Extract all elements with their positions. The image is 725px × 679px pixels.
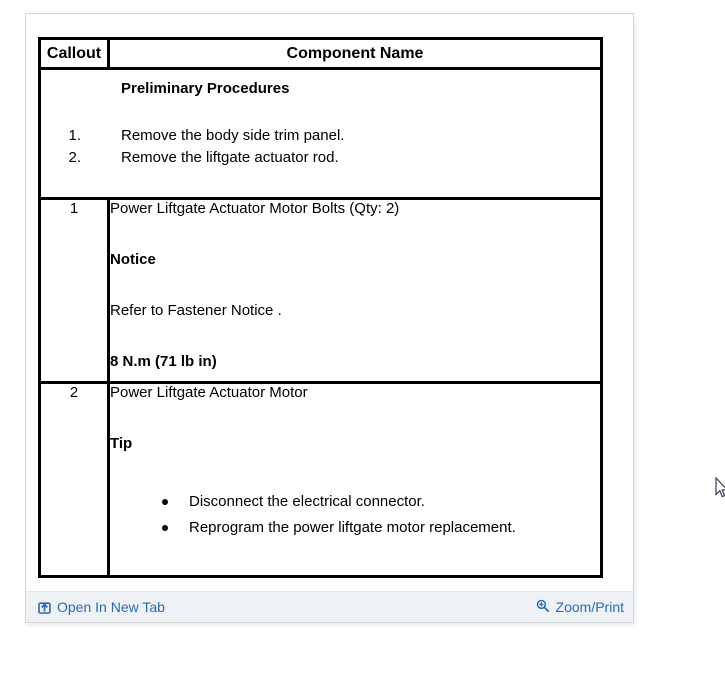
step-number: 1. xyxy=(68,127,81,144)
open-in-new-tab-icon xyxy=(38,601,51,614)
list-item: 2. Remove the liftgate actuator rod. xyxy=(41,147,600,169)
component-description-cell: Power Liftgate Actuator Motor Tip Discon… xyxy=(107,381,603,578)
document-panel: Callout Component Name Preliminary Proce… xyxy=(25,13,634,623)
table-row: Preliminary Procedures 1. Remove the bod… xyxy=(38,67,603,200)
bullet-text: Reprogram the power liftgate motor repla… xyxy=(189,519,516,536)
zoom-print-link[interactable]: Zoom/Print xyxy=(536,599,624,615)
bullet-text: Disconnect the electrical connector. xyxy=(189,493,425,510)
component-table: Callout Component Name Preliminary Proce… xyxy=(38,37,603,578)
component-table-container: Callout Component Name Preliminary Proce… xyxy=(38,37,603,578)
tip-label: Tip xyxy=(110,435,133,452)
preliminary-procedures-cell: Preliminary Procedures 1. Remove the bod… xyxy=(38,67,603,200)
step-text: Remove the liftgate actuator rod. xyxy=(121,149,339,166)
table-header-row: Callout Component Name xyxy=(38,37,603,70)
notice-label: Notice xyxy=(110,251,156,268)
callout-number: 1 xyxy=(38,197,110,384)
step-text: Remove the body side trim panel. xyxy=(121,127,345,144)
table-row: 2 Power Liftgate Actuator Motor Tip Disc… xyxy=(38,381,603,578)
list-item: 1. Remove the body side trim panel. xyxy=(41,125,600,147)
zoom-print-label: Zoom/Print xyxy=(555,599,624,615)
callout-column-header: Callout xyxy=(38,37,110,70)
list-item: Disconnect the electrical connector. xyxy=(110,489,600,515)
open-in-new-tab-link[interactable]: Open In New Tab xyxy=(38,599,165,615)
bullet-icon xyxy=(162,525,168,531)
bullet-icon xyxy=(162,499,168,505)
table-row: 1 Power Liftgate Actuator Motor Bolts (Q… xyxy=(38,197,603,384)
component-name-text: Power Liftgate Actuator Motor xyxy=(110,384,308,401)
step-number: 2. xyxy=(68,149,81,166)
component-name-text: Power Liftgate Actuator Motor Bolts (Qty… xyxy=(110,200,400,217)
fastener-notice-text: Refer to Fastener Notice . xyxy=(110,302,282,319)
torque-spec-text: 8 N.m (71 lb in) xyxy=(110,353,217,370)
mouse-cursor-icon xyxy=(715,477,725,498)
tip-bullet-list: Disconnect the electrical connector. Rep… xyxy=(110,489,600,541)
preliminary-procedures-title: Preliminary Procedures xyxy=(121,80,290,97)
component-description-cell: Power Liftgate Actuator Motor Bolts (Qty… xyxy=(107,197,603,384)
preliminary-steps-list: 1. Remove the body side trim panel. 2. R… xyxy=(41,125,600,169)
open-in-new-tab-label: Open In New Tab xyxy=(57,599,165,615)
component-name-column-header: Component Name xyxy=(107,37,603,70)
magnifier-plus-icon xyxy=(536,599,550,613)
panel-footer-bar: Open In New Tab Zoom/Print xyxy=(26,591,633,622)
list-item: Reprogram the power liftgate motor repla… xyxy=(110,515,600,541)
callout-number: 2 xyxy=(38,381,110,578)
